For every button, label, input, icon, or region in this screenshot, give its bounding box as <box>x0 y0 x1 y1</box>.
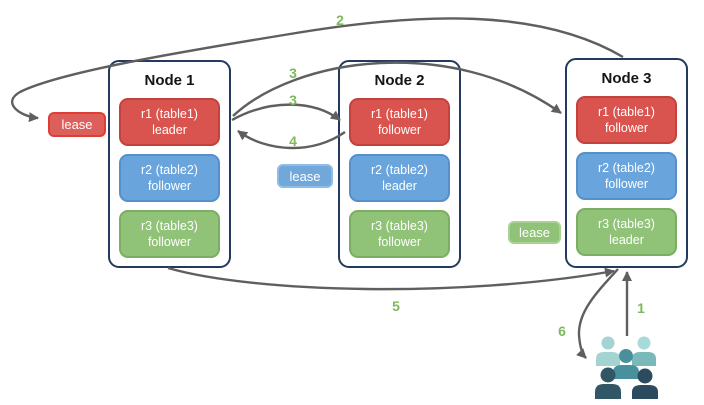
replica-label: r1 (table1) <box>371 106 428 121</box>
step-label-6: 6 <box>558 323 566 339</box>
node-2-title: Node 2 <box>374 72 425 89</box>
step-label-2: 2 <box>336 12 344 28</box>
replica-role: follower <box>377 235 422 249</box>
lease-badge-table1: lease <box>48 112 106 137</box>
step-label-5: 5 <box>392 298 400 314</box>
node-3-replica-r1: r1 (table1) follower <box>576 96 677 144</box>
replica-role: leader <box>382 179 417 193</box>
replica-label: r1 (table1) <box>141 106 198 121</box>
replica-role: follower <box>604 177 649 191</box>
node-2-replica-r2: r2 (table2) leader <box>349 154 450 202</box>
node-2: Node 2 r1 (table1) follower r2 (table2) … <box>338 60 461 268</box>
step-label-4: 4 <box>289 133 297 149</box>
replica-role: follower <box>377 123 422 137</box>
replica-label: r3 (table3) <box>141 218 198 233</box>
node-1-replica-r1: r1 (table1) leader <box>119 98 220 146</box>
replica-label: r1 (table1) <box>598 104 655 119</box>
node-1-title: Node 1 <box>144 72 195 89</box>
node-3-replica-r3: r3 (table3) leader <box>576 208 677 256</box>
replica-label: r2 (table2) <box>141 162 198 177</box>
step-label-3b: 3 <box>289 92 297 108</box>
replica-role: leader <box>609 233 644 247</box>
node-3: Node 3 r1 (table1) follower r2 (table2) … <box>565 58 688 268</box>
replica-role: follower <box>604 121 649 135</box>
node-1-replica-r3: r3 (table3) follower <box>119 210 220 258</box>
arrow-2-node3-to-lease <box>11 17 624 123</box>
replica-label: r2 (table2) <box>371 162 428 177</box>
replica-label: r3 (table3) <box>598 216 655 231</box>
node-1-replica-r2: r2 (table2) follower <box>119 154 220 202</box>
arrow-5-node1-to-node3 <box>167 266 615 291</box>
replica-role: follower <box>147 179 192 193</box>
node-3-title: Node 3 <box>601 70 652 87</box>
node-2-replica-r3: r3 (table3) follower <box>349 210 450 258</box>
step-label-1: 1 <box>637 300 645 316</box>
node-1: Node 1 r1 (table1) leader r2 (table2) fo… <box>108 60 231 268</box>
node-2-replica-r1: r1 (table1) follower <box>349 98 450 146</box>
arrow-6-node3-to-users <box>576 268 619 359</box>
replica-role: leader <box>152 123 187 137</box>
replica-label: r3 (table3) <box>371 218 428 233</box>
step-label-3a: 3 <box>289 65 297 81</box>
lease-badge-table2: lease <box>277 164 333 188</box>
replica-role: follower <box>147 235 192 249</box>
replica-label: r2 (table2) <box>598 160 655 175</box>
users-group-icon <box>595 336 658 399</box>
lease-badge-table3: lease <box>508 221 561 244</box>
node-3-replica-r2: r2 (table2) follower <box>576 152 677 200</box>
